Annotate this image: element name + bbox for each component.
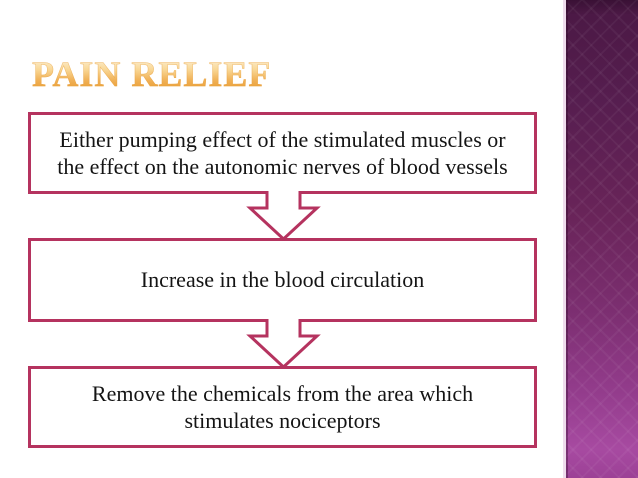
flow-box-result: Remove the chemicals from the area which… [28,366,537,448]
page-title: PAIN RELIEF [32,54,272,94]
flow-box-text: Increase in the blood circulation [140,267,425,293]
down-arrow-icon [245,191,325,241]
flow-box-text: Remove the chemicals from the area which… [91,380,474,434]
flow-box-circulation: Increase in the blood circulation [28,238,537,322]
down-arrow-icon [245,319,325,369]
sidebar-accent-panel [563,0,638,478]
flow-box-text: Either pumping effect of the stimulated … [57,126,508,180]
flow-box-cause: Either pumping effect of the stimulated … [28,112,537,194]
